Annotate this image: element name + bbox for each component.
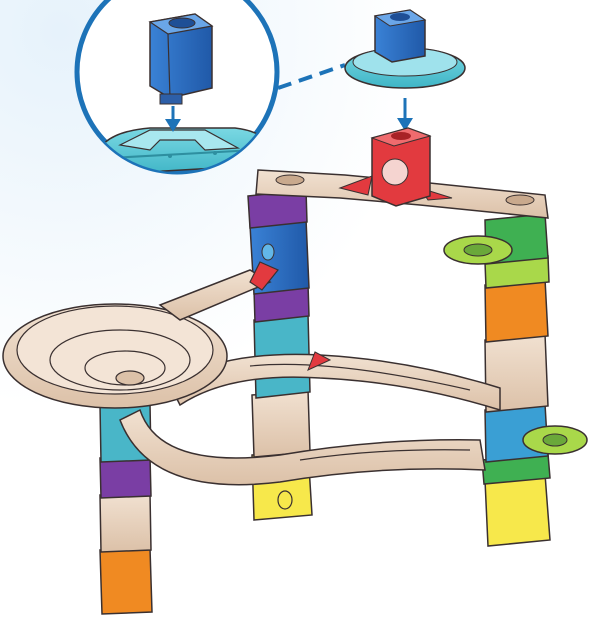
right-tower bbox=[481, 213, 551, 547]
spiral-bowl bbox=[2, 303, 228, 409]
callout-leader-line bbox=[277, 63, 346, 90]
cyan-base-piece-detail bbox=[94, 127, 269, 172]
blue-block-detail bbox=[148, 13, 214, 105]
lime-funnel-top bbox=[443, 235, 513, 265]
arrow-down-icon bbox=[397, 98, 413, 131]
bottom-curved-track bbox=[119, 408, 486, 486]
arrow-down-icon bbox=[165, 106, 181, 132]
callout-detail bbox=[74, 0, 280, 175]
red-block bbox=[370, 127, 432, 207]
exploded-part bbox=[344, 9, 466, 131]
lime-funnel-bottom bbox=[522, 425, 588, 455]
ramp-track bbox=[158, 261, 279, 321]
middle-curved-track bbox=[169, 351, 501, 412]
